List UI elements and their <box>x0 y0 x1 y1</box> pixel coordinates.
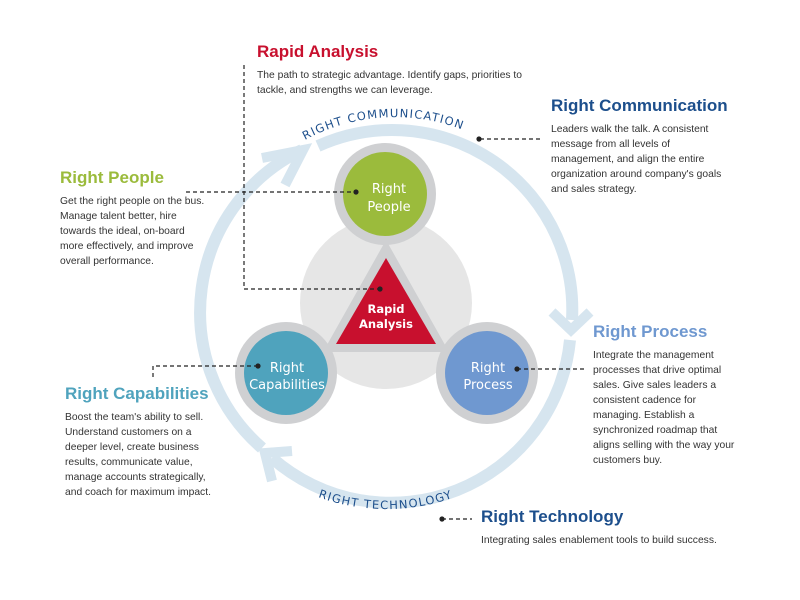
right-process-title: Right Process <box>593 322 708 341</box>
rapid-analysis-title: Rapid Analysis <box>257 42 379 61</box>
triangle-label-line2: Analysis <box>359 317 413 331</box>
ring-arrowhead-right-icon <box>548 308 594 337</box>
right-process-text: Integrate the management processes that … <box>593 350 735 466</box>
block-right-capabilities: Right Capabilities Boost the team's abil… <box>65 384 235 500</box>
right-communication-title: Right Communication <box>551 96 728 115</box>
connector-rapid-analysis <box>243 65 380 290</box>
node-right-capabilities: Right Capabilities <box>235 322 337 424</box>
right-technology-title: Right Technology <box>481 507 624 526</box>
node-right-people: Right People <box>334 143 436 245</box>
ring-arrowhead-top-icon <box>261 143 313 188</box>
connectors <box>152 65 587 522</box>
node-people-line2: People <box>367 200 410 215</box>
node-process-line2: Process <box>463 378 513 393</box>
node-people-line1: Right <box>372 182 406 197</box>
connector-dot-people <box>353 189 359 195</box>
right-capabilities-title: Right Capabilities <box>65 384 209 403</box>
rapid-analysis-triangle <box>336 258 436 344</box>
right-communication-text: Leaders walk the talk. A consistent mess… <box>551 124 722 195</box>
node-process-line1: Right <box>471 361 505 376</box>
right-capabilities-text: Boost the team's ability to sell. Unders… <box>65 412 211 498</box>
connector-dot-rapid <box>377 286 383 292</box>
rapid-analysis-text: The path to strategic advantage. Identif… <box>257 70 523 96</box>
node-right-process: Right Process <box>436 322 538 424</box>
block-right-technology: Right Technology Integrating sales enabl… <box>481 507 761 548</box>
block-right-people: Right People Get the right people on the… <box>60 168 220 269</box>
connector-right-capabilities <box>152 365 258 377</box>
node-capabilities-line2: Capabilities <box>249 378 325 393</box>
right-technology-text: Integrating sales enablement tools to bu… <box>481 535 717 546</box>
block-rapid-analysis: Rapid Analysis The path to strategic adv… <box>257 42 537 98</box>
node-capabilities-line1: Right <box>270 361 304 376</box>
cycle-ring <box>194 123 594 509</box>
connector-dot-technology <box>439 516 445 522</box>
connector-dot-capabilities <box>255 363 261 369</box>
ring-arc-upper <box>194 144 305 453</box>
block-right-process: Right Process Integrate the management p… <box>593 322 743 468</box>
connector-dot-communication <box>476 136 482 142</box>
right-people-title: Right People <box>60 168 164 187</box>
ring-arc-right <box>315 123 579 321</box>
ring-arrowhead-bottom-icon <box>258 446 293 483</box>
triangle-label-line1: Rapid <box>367 302 404 316</box>
ring-arc-lower <box>268 339 576 509</box>
block-right-communication: Right Communication Leaders walk the tal… <box>551 96 731 197</box>
connector-dot-process <box>514 366 520 372</box>
right-people-text: Get the right people on the bus. Manage … <box>60 196 205 267</box>
